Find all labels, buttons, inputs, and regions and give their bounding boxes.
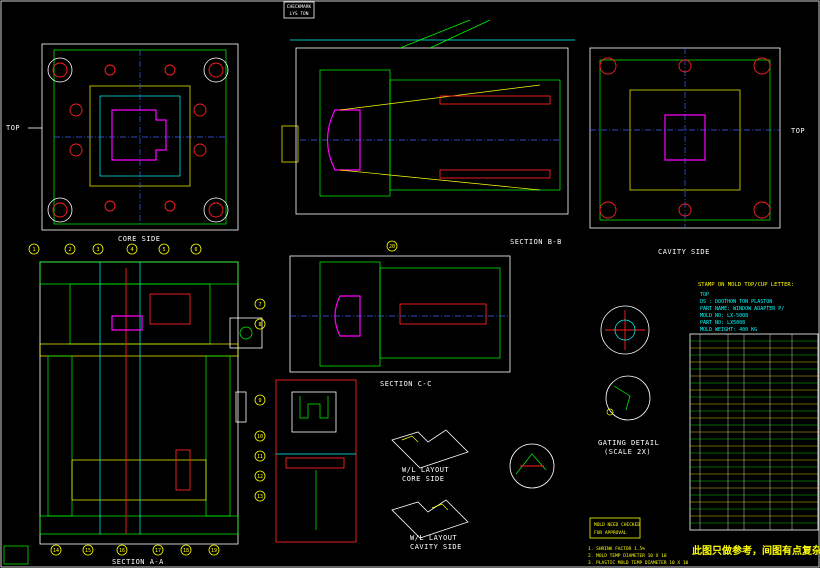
balloon-label: 18 — [183, 548, 189, 554]
balloon-circle — [92, 243, 104, 255]
approval-line-2: FOR APPROVAL — [594, 530, 627, 536]
balloon-circle — [64, 243, 76, 255]
balloon-circle — [254, 318, 266, 330]
balloon-label: 7 — [258, 302, 261, 308]
balloon-label: 14 — [53, 548, 59, 554]
balloon-circle — [254, 450, 266, 462]
approval-box: MOLD NEED CHECKED FOR APPROVAL — [589, 517, 641, 539]
balloon-circle — [152, 544, 164, 556]
stamp-line-1: TOP — [700, 292, 709, 298]
balloon-circle — [208, 544, 220, 556]
balloon-circle — [116, 544, 128, 556]
section-bb-view — [281, 19, 575, 215]
balloon-circle — [254, 490, 266, 502]
note-3: 3. PLASTIC MOLD TEMP DIAMETER 10 X 10 — [588, 560, 689, 566]
balloon-label: 13 — [257, 494, 263, 500]
top-label-right: TOP — [791, 127, 805, 135]
checkmark-tag: CHECKMARK LYS TON — [283, 1, 315, 19]
stamp-line-3: PART NAME: WINDOW ADAPTER P/ — [700, 306, 784, 312]
stamp-line-5: PART NO: LX5008 — [700, 320, 745, 326]
core-side-title: CORE SIDE — [118, 235, 160, 243]
section-cc-title: SECTION C-C — [380, 380, 432, 388]
stamp-line-6: MOLD WEIGHT: 400 KG — [700, 327, 757, 333]
tag-line-2: LYS TON — [290, 11, 309, 17]
balloon-label: 9 — [258, 398, 261, 404]
balloon-circle — [254, 394, 266, 406]
wl-core-sub: CORE SIDE — [402, 475, 444, 483]
balloon-circle — [254, 470, 266, 482]
wl-cavity-title: W/L LAYOUT — [410, 534, 457, 542]
balloon-label: 1 — [32, 247, 35, 253]
section-bb-title: SECTION B-B — [510, 238, 562, 246]
wl-core-title: W/L LAYOUT — [402, 466, 449, 474]
balloon-label: 4 — [130, 247, 133, 253]
balloon-circle — [254, 430, 266, 442]
balloon-circle — [158, 243, 170, 255]
balloon-label: 6 — [194, 247, 197, 253]
note-1: 1. SHRINK FACTOR 1.5% — [588, 546, 645, 552]
note-2: 2. MOLD TEMP DIAMETER 10 X 10 — [588, 553, 667, 559]
cavity-side-title: CAVITY SIDE — [658, 248, 710, 256]
balloon-label: 19 — [211, 548, 217, 554]
balloon-label: 8 — [258, 322, 261, 328]
stamp-notes: STAMP ON MOLD TOP/CUP LETTER: TOP DS : D… — [698, 282, 794, 333]
cavity-side-view — [589, 47, 781, 229]
approval-line-1: MOLD NEED CHECKED — [594, 522, 640, 528]
balloon-circle — [28, 243, 40, 255]
balloon-circle — [82, 544, 94, 556]
balloon-label: 3 — [96, 247, 99, 253]
watermark-text: 此图只做参考，间图有点复杂化 — [692, 544, 820, 557]
section-cc-view — [289, 255, 511, 373]
core-side-view — [28, 43, 239, 231]
balloon-label: 5 — [162, 247, 165, 253]
balloon-label: 11 — [257, 454, 263, 460]
section-aa-title: SECTION A-A — [112, 558, 164, 566]
balloon-label: 16 — [119, 548, 125, 554]
balloon-circle — [50, 544, 62, 556]
stamp-title: STAMP ON MOLD TOP/CUP LETTER: — [698, 282, 794, 288]
balloon-label: 12 — [257, 474, 263, 480]
wl-cavity-layout — [391, 499, 469, 539]
gating-detail-title: GATING DETAIL — [598, 439, 659, 447]
balloon-label: 10 — [257, 434, 263, 440]
stamp-line-4: MOLD NO: LX-5008 — [700, 313, 748, 319]
top-label-left: TOP — [6, 124, 20, 132]
side-detail — [229, 317, 263, 423]
balloon-label: 2 — [68, 247, 71, 253]
balloon-label: 15 — [85, 548, 91, 554]
gating-detail — [509, 305, 651, 489]
stamp-line-2: DS : DOOTHON TON PLASTON — [700, 299, 772, 305]
wl-core-layout — [391, 429, 469, 469]
balloon-label: 17 — [155, 548, 161, 554]
insert-detail — [275, 379, 357, 543]
tag-line-1: CHECKMARK — [287, 4, 312, 10]
section-aa-view — [39, 261, 239, 545]
balloon-label: 20 — [389, 244, 395, 250]
gating-detail-scale: (SCALE 2X) — [604, 448, 651, 456]
balloon-circle — [190, 243, 202, 255]
wl-cavity-sub: CAVITY SIDE — [410, 543, 462, 551]
balloon-circle — [126, 243, 138, 255]
corner-logo — [3, 545, 29, 565]
parts-list-table — [689, 333, 819, 531]
balloon-circle — [254, 298, 266, 310]
balloon-circle — [386, 240, 398, 252]
balloon-circle — [180, 544, 192, 556]
